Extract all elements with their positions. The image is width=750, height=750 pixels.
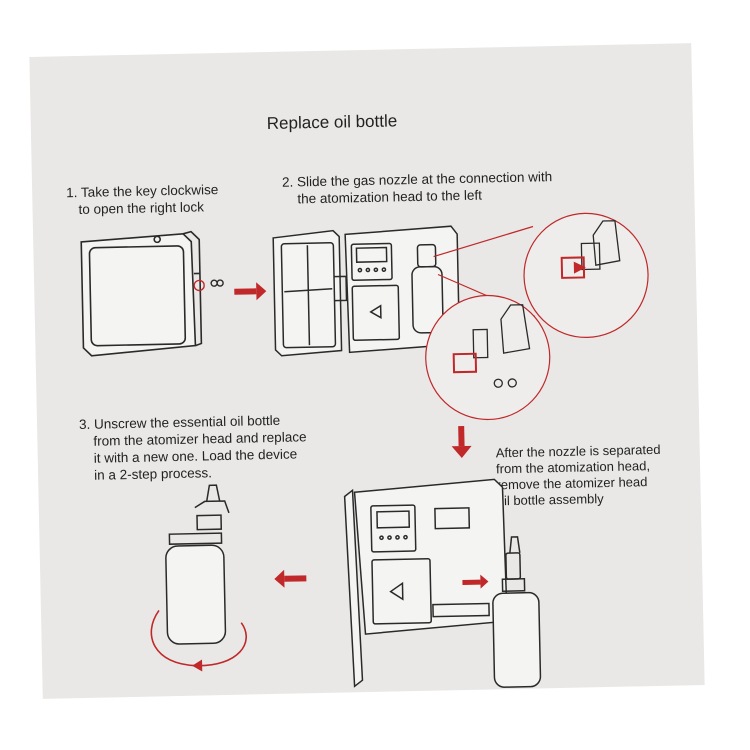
open-device-illustration — [272, 225, 461, 357]
closed-device-illustration — [80, 230, 203, 357]
removed-bottle-illustration — [492, 536, 542, 688]
key-icon — [193, 279, 224, 292]
replacement-bottle-illustration — [165, 484, 230, 645]
illustrations — [80, 212, 649, 688]
device-with-bottle-illustration — [343, 478, 509, 688]
arrow-right-small-icon — [462, 574, 489, 589]
rotate-icon — [150, 609, 247, 672]
arrow-left-icon — [274, 569, 307, 588]
red-connector-detail — [452, 256, 586, 374]
arrow-right-icon — [234, 282, 267, 301]
instruction-sheet: Replace oil bottle 1. Take the key clock… — [29, 43, 705, 699]
arrow-down-icon — [451, 425, 472, 459]
